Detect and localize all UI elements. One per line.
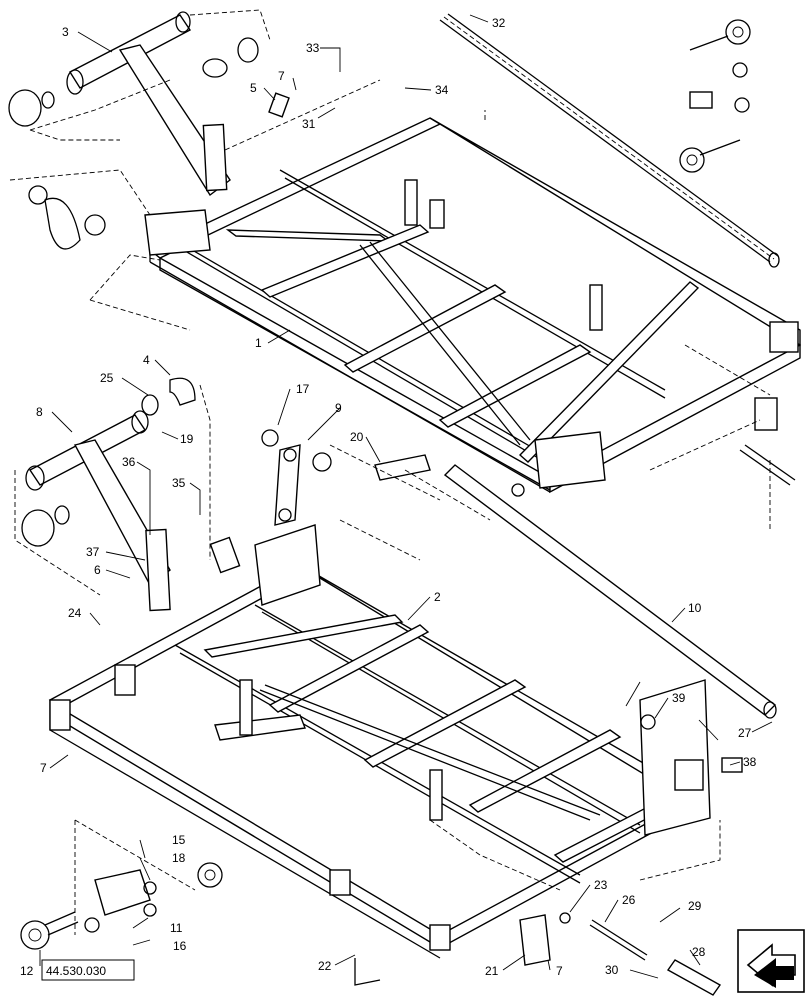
callout-26: 28 xyxy=(692,945,706,959)
callout-25: 27 xyxy=(738,726,752,740)
lower-frame xyxy=(48,524,711,959)
link-arm xyxy=(261,429,332,526)
callout-30: 32 xyxy=(492,16,506,30)
callout-5: 5 xyxy=(250,81,257,95)
lower-hitch-arm xyxy=(25,410,171,612)
callout-13: 15 xyxy=(172,833,186,847)
lower-misc-parts xyxy=(209,444,796,996)
callout-21: 23 xyxy=(594,878,608,892)
reference-link[interactable]: 44.530.030 xyxy=(41,959,135,981)
callout-10: 8 xyxy=(36,405,43,419)
next-page-arrow-icon[interactable] xyxy=(737,929,805,993)
upper-hub-assembly xyxy=(679,19,751,173)
callout-6: 6 xyxy=(94,563,101,577)
callout-33: 35 xyxy=(172,476,186,490)
callout-22: 24 xyxy=(68,606,82,620)
callout-19: 21 xyxy=(485,964,499,978)
callout-28: 30 xyxy=(605,963,619,977)
callout-18: 20 xyxy=(350,430,364,444)
callout-4: 4 xyxy=(143,353,150,367)
callout-2: 2 xyxy=(434,590,441,604)
callout-14: 16 xyxy=(173,939,187,953)
upper-drive-shaft xyxy=(439,13,780,268)
callout-7-upper: 7 xyxy=(278,69,285,83)
callout-31: 33 xyxy=(306,41,320,55)
callout-9: 12 xyxy=(20,964,34,978)
upper-alignment-lines xyxy=(9,9,771,530)
upper-frame xyxy=(144,117,801,494)
callout-leaders xyxy=(39,14,773,979)
reference-number[interactable]: 44.530.030 xyxy=(46,964,106,978)
callout-15: 17 xyxy=(296,382,310,396)
callout-12: 10 xyxy=(688,601,702,615)
callout-36: 38 xyxy=(743,755,757,769)
lower-alignment-lines xyxy=(14,384,721,935)
callout-7-left: 7 xyxy=(40,761,47,775)
callout-20: 22 xyxy=(318,959,332,973)
callout-7-bottom: 7 xyxy=(556,964,563,978)
lower-left-hub xyxy=(20,377,223,950)
callout-17: 19 xyxy=(180,432,194,446)
lower-drive-shaft xyxy=(443,464,777,719)
callout-34: 36 xyxy=(122,455,136,469)
callout-1: 1 xyxy=(255,336,262,350)
callout-27: 29 xyxy=(688,899,702,913)
callout-8: 11 xyxy=(170,921,183,935)
callout-3: 3 xyxy=(62,25,69,39)
callout-23: 25 xyxy=(100,371,114,385)
callout-24: 26 xyxy=(622,893,636,907)
callout-32: 34 xyxy=(435,83,449,97)
callout-11: 9 xyxy=(335,401,342,415)
upper-hitch-arm xyxy=(66,11,231,197)
callout-35: 37 xyxy=(86,545,100,559)
callout-37: 39 xyxy=(672,691,686,705)
callout-29: 31 xyxy=(302,117,316,131)
callout-16: 18 xyxy=(172,851,186,865)
callout-labels: 3 33 5 7 31 32 34 1 4 25 8 17 9 19 20 36… xyxy=(20,16,757,978)
